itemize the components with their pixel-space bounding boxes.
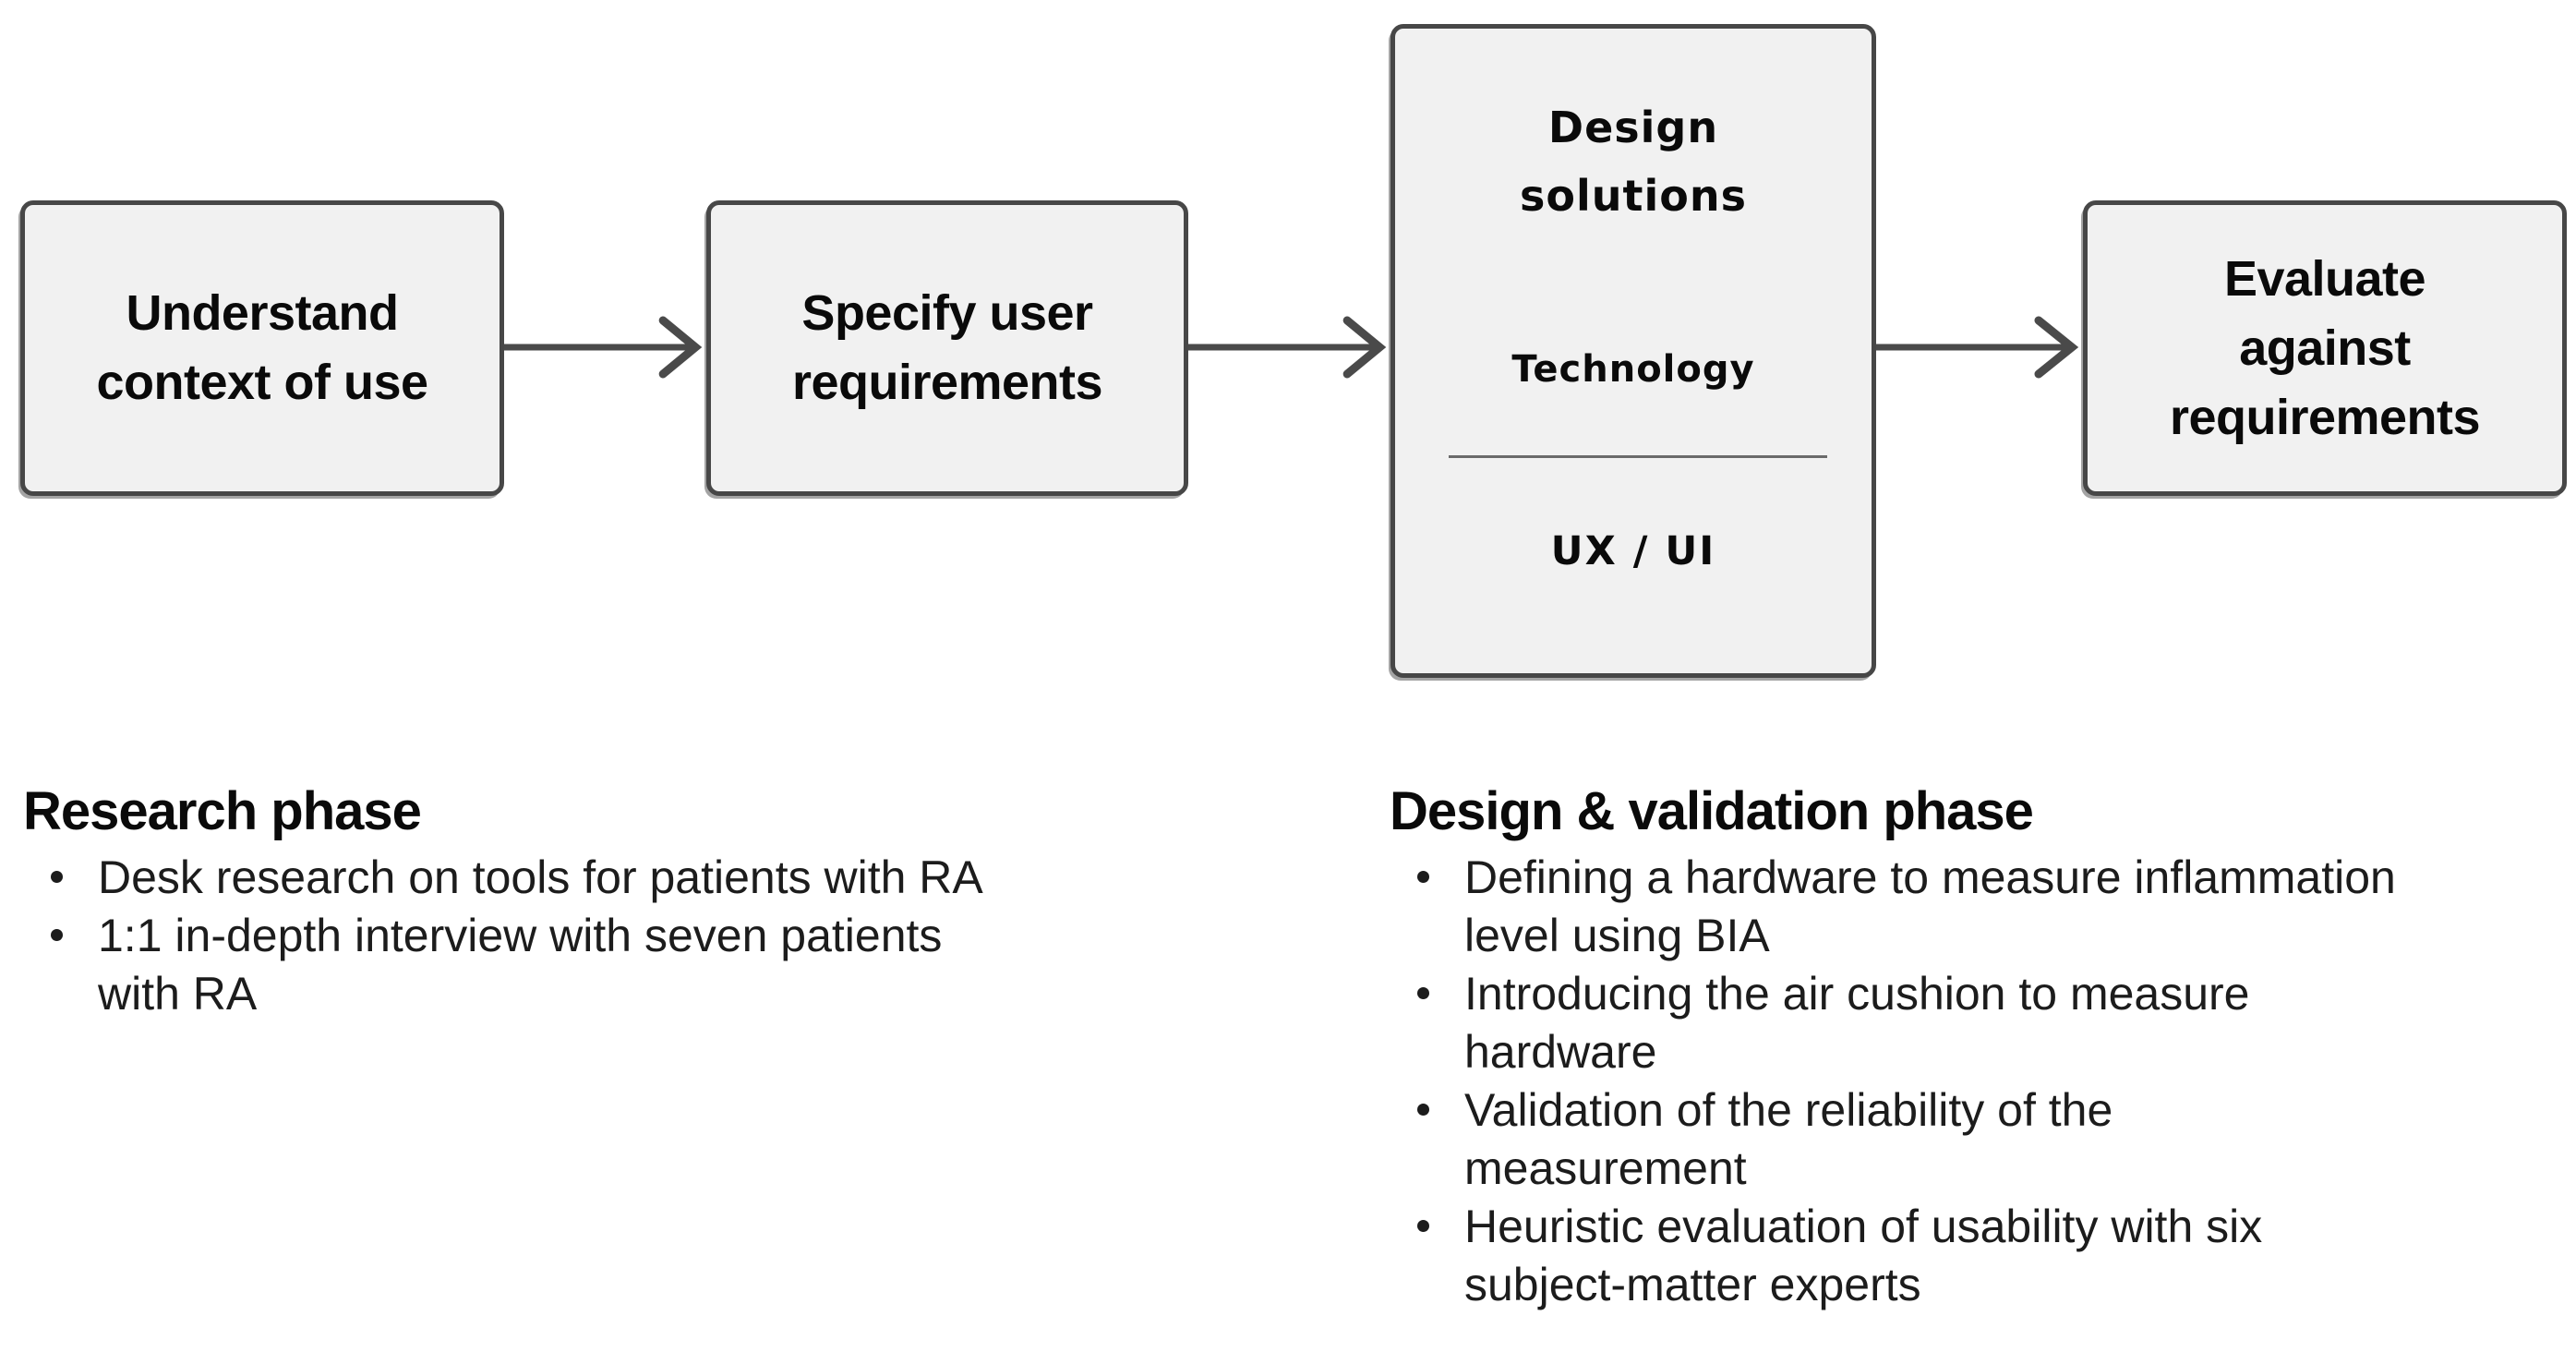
list-item-continuation: hardware (1390, 1022, 2562, 1080)
list-item: 1:1 in-depth interview with seven patien… (23, 906, 1297, 964)
list-item: Desk research on tools for patients with… (23, 848, 1297, 906)
bullet-dot-icon (1417, 871, 1429, 883)
divider (1449, 455, 1827, 458)
bullet-text: level using BIA (1464, 909, 1770, 961)
step-label-line: Understand (126, 285, 399, 341)
step-label-line: Evaluate (2223, 250, 2426, 307)
step-label-line: Specify user (801, 285, 1093, 341)
step-label-line: requirements (2169, 389, 2481, 445)
arrow-right-icon (1876, 306, 2083, 389)
step-label: Specify user requirements (791, 279, 1103, 417)
step-label-line: solutions (1520, 171, 1747, 221)
section-heading: Design & validation phase (1390, 781, 2034, 841)
bullet-text: 1:1 in-depth interview with seven patien… (98, 909, 943, 961)
bullet-dot-icon (1417, 1220, 1429, 1232)
arrow-right-icon (1188, 306, 1390, 389)
step-label-line: Design (1547, 103, 1719, 152)
bullet-text: Desk research on tools for patients with… (98, 851, 983, 903)
flow-step-evaluate-requirements: Evaluate against requirements (2083, 200, 2567, 496)
bullet-text: Validation of the reliability of the (1464, 1083, 2113, 1136)
list-item-continuation: level using BIA (1390, 906, 2562, 964)
design-validation-phase-section: Design & validation phase Defining a har… (1390, 783, 2562, 1313)
list-item-continuation: subject-matter experts (1390, 1255, 2562, 1313)
flow-step-understand-context: Understand context of use (20, 200, 504, 496)
bullet-text: Introducing the air cushion to measure (1464, 967, 2250, 1020)
bullet-dot-icon (51, 871, 63, 883)
bullet-dot-icon (1417, 1104, 1429, 1116)
bullet-list: Desk research on tools for patients with… (23, 848, 1297, 1022)
bullet-list: Defining a hardware to measure inflammat… (1390, 848, 2562, 1313)
bullet-text: Defining a hardware to measure inflammat… (1464, 851, 2396, 903)
bullet-dot-icon (1417, 987, 1429, 999)
bullet-text: measurement (1464, 1141, 1747, 1194)
bullet-dot-icon (51, 929, 63, 941)
step-label: Understand context of use (96, 279, 428, 417)
list-item: Validation of the reliability of the (1390, 1080, 2562, 1139)
step-label: Design solutions (1395, 93, 1872, 230)
step-label-line: context of use (96, 355, 428, 410)
section-heading: Research phase (23, 781, 422, 841)
bullet-text: subject-matter experts (1464, 1258, 1921, 1310)
list-item-continuation: with RA (23, 964, 1297, 1022)
research-phase-section: Research phase Desk research on tools fo… (23, 783, 1297, 1022)
bullet-text: Heuristic evaluation of usability with s… (1464, 1200, 2263, 1252)
bullet-text: hardware (1464, 1025, 1657, 1078)
step-label: Evaluate against requirements (2169, 245, 2481, 453)
list-item: Introducing the air cushion to measure (1390, 964, 2562, 1022)
step-label-line: against (2239, 320, 2411, 376)
list-item: Heuristic evaluation of usability with s… (1390, 1197, 2562, 1255)
step-label-line: requirements (791, 355, 1103, 410)
step-sublabel-ux-ui: UX / UI (1550, 528, 1716, 574)
list-item-continuation: measurement (1390, 1139, 2562, 1197)
step-sublabel-technology: Technology (1511, 348, 1755, 391)
bullet-text: with RA (98, 967, 258, 1020)
arrow-right-icon (504, 306, 706, 389)
flow-step-specify-requirements: Specify user requirements (706, 200, 1188, 496)
flow-step-design-solutions: Design solutions Technology UX / UI (1390, 24, 1876, 678)
list-item: Defining a hardware to measure inflammat… (1390, 848, 2562, 906)
